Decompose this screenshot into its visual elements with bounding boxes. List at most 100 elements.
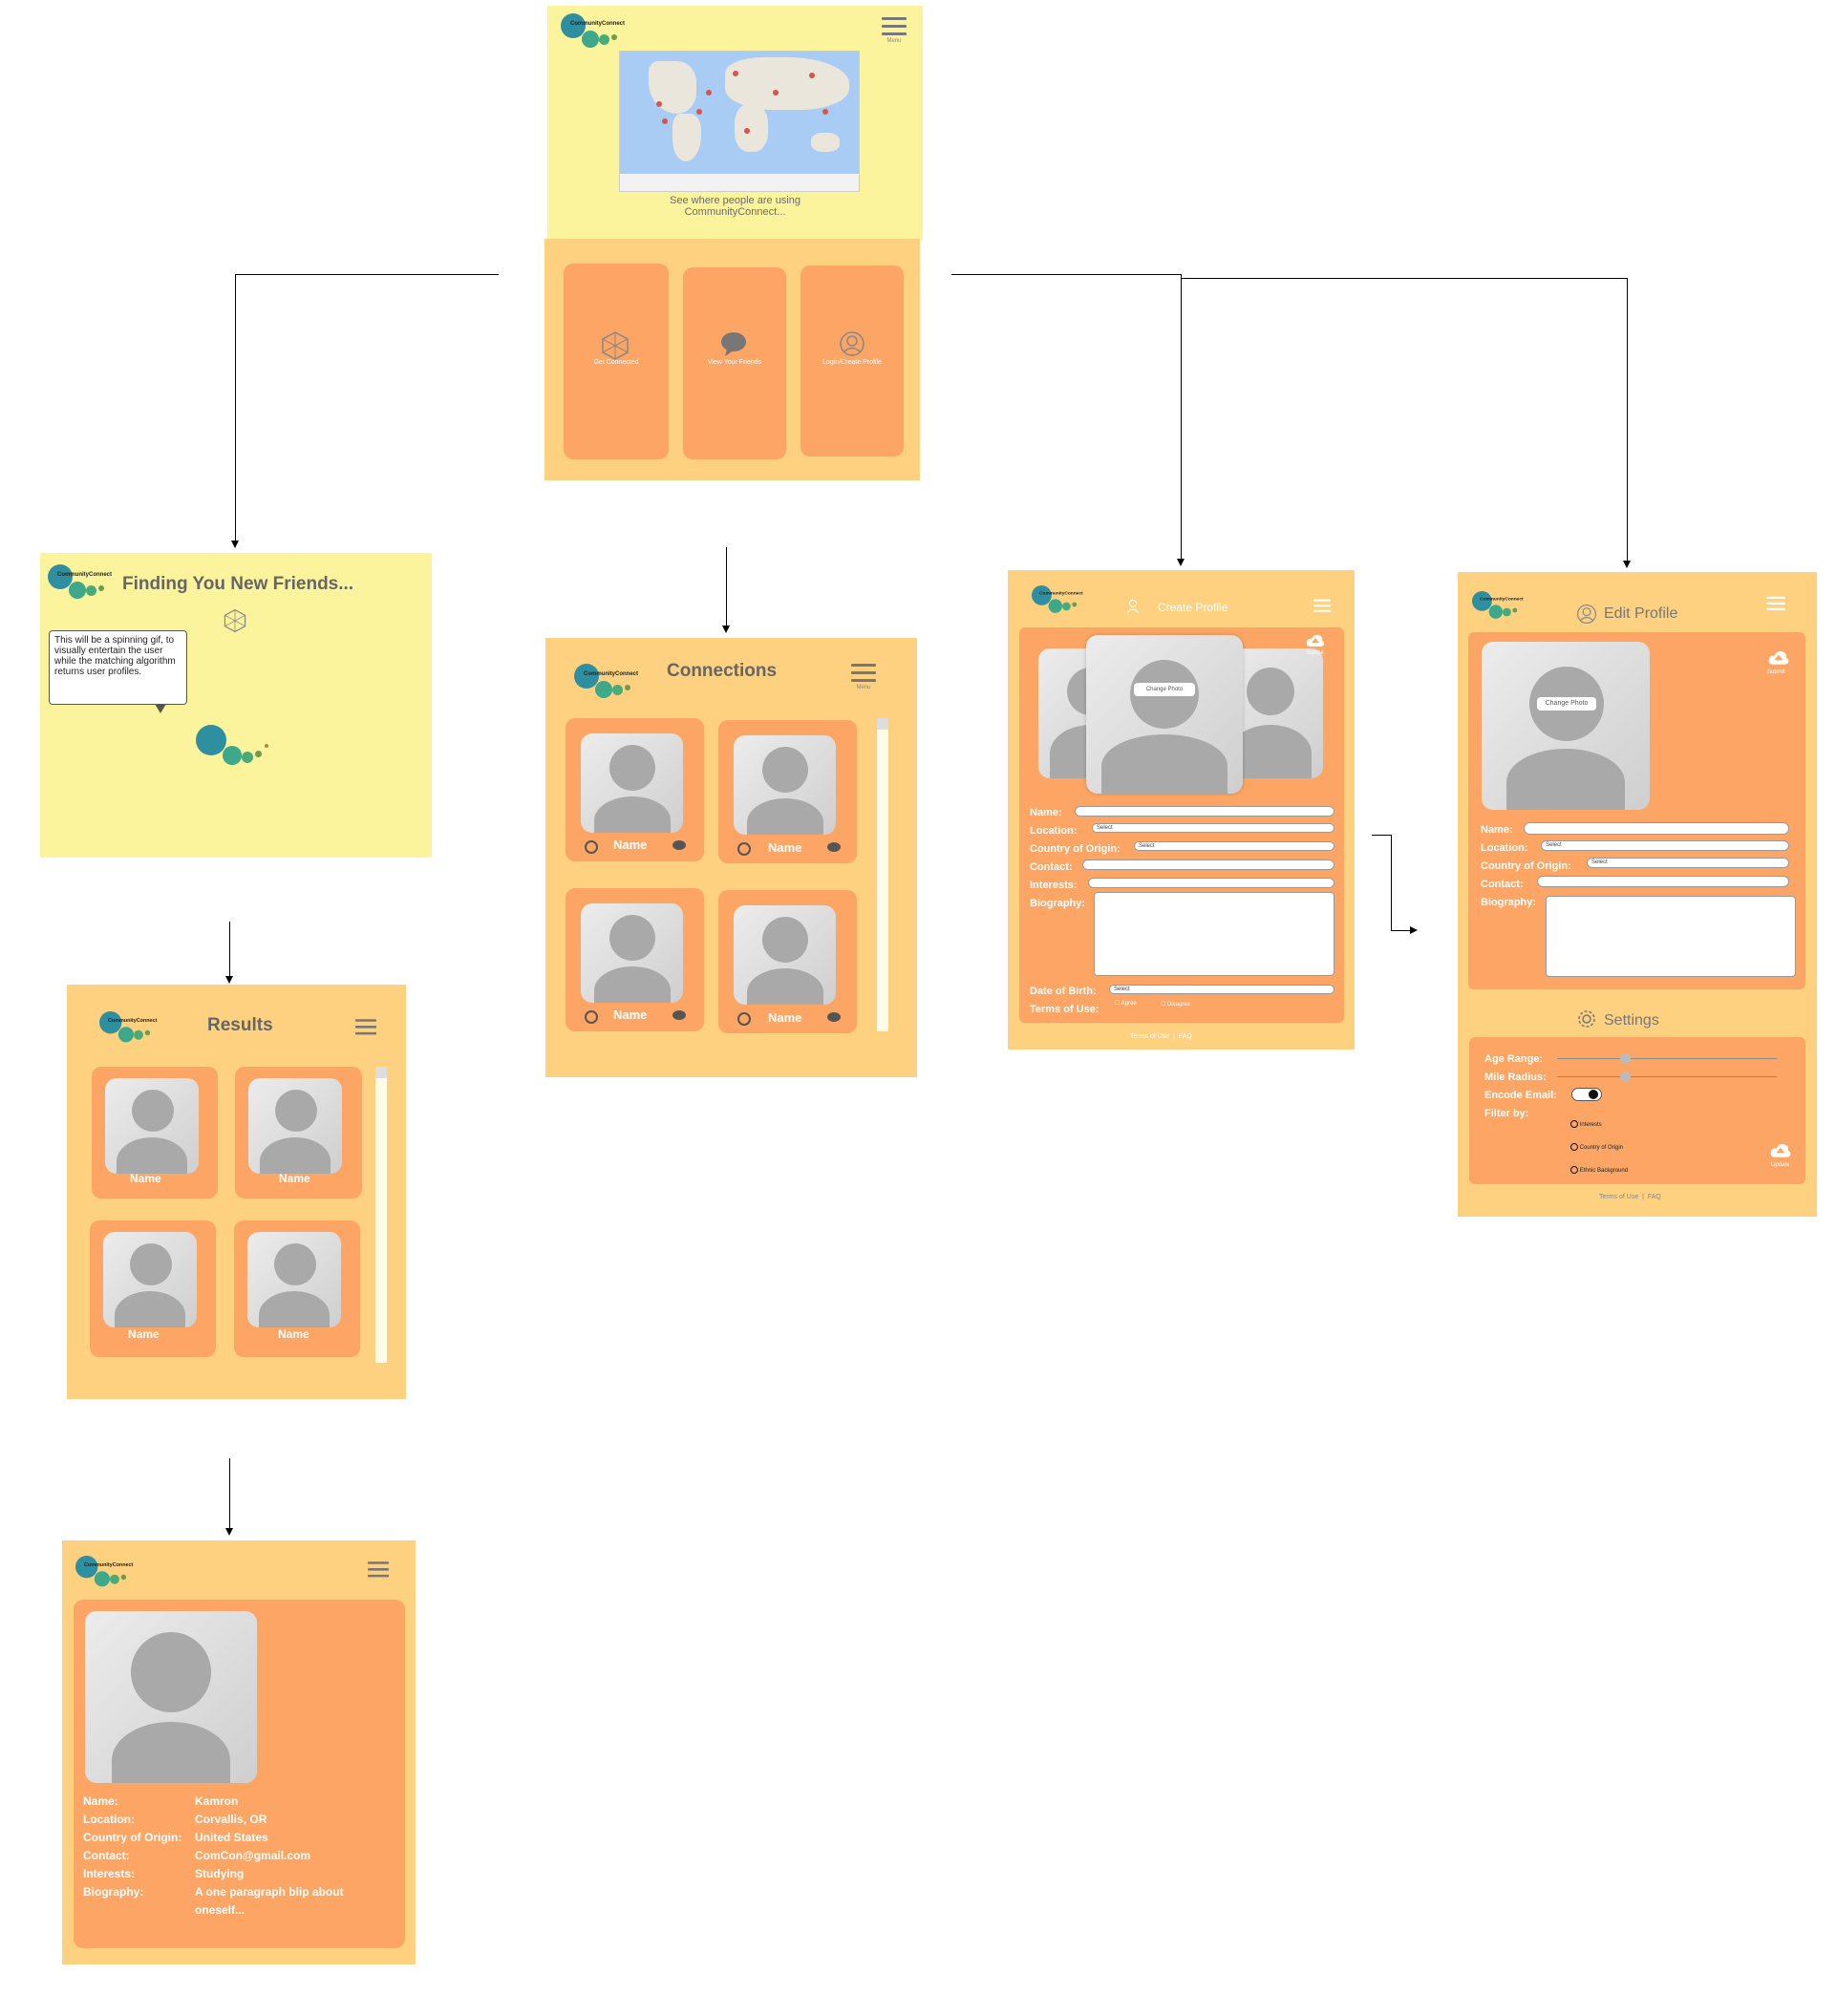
contact-input[interactable]	[1082, 859, 1334, 870]
upload-cloud-icon[interactable]	[1767, 649, 1790, 667]
avatar	[103, 1232, 197, 1327]
menu-label: Menu	[886, 38, 902, 44]
edit-profile-title: Edit Profile	[1604, 605, 1678, 622]
world-map[interactable]	[619, 51, 860, 192]
encode-email-toggle[interactable]	[1571, 1088, 1602, 1101]
field-label: Biography:	[1481, 897, 1537, 908]
field-label: Name:	[1481, 824, 1513, 836]
result-card[interactable]: Name	[234, 1220, 360, 1357]
menu-icon[interactable]	[367, 1561, 390, 1586]
message-icon[interactable]	[672, 840, 686, 850]
settings-label: Age Range:	[1484, 1053, 1544, 1065]
name-input[interactable]	[1524, 822, 1789, 835]
message-icon[interactable]	[672, 1010, 686, 1020]
result-card[interactable]: Name	[235, 1067, 362, 1199]
mile-radius-slider[interactable]	[1557, 1072, 1777, 1082]
biography-textarea[interactable]	[1546, 896, 1796, 977]
logo: CommunityConnect	[574, 664, 641, 706]
field-label: Country of Origin:	[1030, 843, 1121, 855]
avatar[interactable]: Change Photo	[1482, 642, 1650, 810]
terms-link[interactable]: Terms of Use	[1130, 1033, 1170, 1040]
dob-select[interactable]: Select	[1109, 985, 1334, 994]
biography-textarea[interactable]	[1094, 892, 1334, 976]
network-icon	[602, 331, 629, 360]
country-select[interactable]: Select	[1587, 858, 1789, 868]
tile-label: View Your Friends	[707, 359, 762, 366]
logo: CommunityConnect	[1472, 591, 1526, 625]
block-icon[interactable]	[737, 842, 751, 856]
scrollbar[interactable]	[877, 718, 888, 1031]
logo: CommunityConnect	[48, 564, 115, 606]
connection-card[interactable]: Name	[718, 890, 857, 1033]
filter-radio-ethnic[interactable]: Ethnic Background	[1570, 1159, 1628, 1182]
message-icon[interactable]	[827, 1012, 841, 1022]
connection-card[interactable]: Name	[566, 888, 704, 1031]
menu-icon[interactable]: Menu	[851, 664, 876, 692]
spinner-logo	[196, 725, 272, 773]
avatar	[105, 1078, 199, 1174]
location-select[interactable]: Select	[1541, 840, 1789, 851]
country-select[interactable]: Select	[1134, 841, 1334, 851]
contact-input[interactable]	[1537, 876, 1789, 887]
filter-radio-country[interactable]: Country of Origin	[1570, 1136, 1628, 1159]
change-photo-button[interactable]: Change Photo	[1134, 683, 1195, 696]
connections-screen: CommunityConnect Connections Menu Name N…	[545, 638, 917, 1077]
upload-cloud-icon[interactable]	[1306, 633, 1325, 648]
age-range-slider[interactable]	[1557, 1053, 1777, 1064]
block-icon[interactable]	[737, 1012, 751, 1026]
upload-cloud-icon[interactable]	[1769, 1142, 1792, 1159]
connection-card[interactable]: Name	[566, 718, 704, 861]
menu-icon[interactable]: Menu	[882, 17, 907, 46]
terms-disagree-checkbox[interactable]: ☐ Disagree	[1161, 1002, 1191, 1008]
user-icon	[1576, 604, 1597, 625]
settings-form: Age Range: Mile Radius: Encode Email: Fi…	[1469, 1037, 1805, 1184]
connections-title: Connections	[667, 661, 778, 681]
connection-card[interactable]: Name	[718, 720, 857, 863]
tile-label: Login/Create Profile	[822, 359, 882, 366]
filter-radio-interests[interactable]: Interests	[1570, 1114, 1628, 1136]
profile-value: Kamron	[195, 1794, 239, 1808]
avatar	[248, 1078, 342, 1174]
terms-agree-checkbox[interactable]: ☐ Agree	[1115, 1001, 1137, 1007]
settings-label: Encode Email:	[1484, 1090, 1557, 1101]
tile-login-create[interactable]: Login/Create Profile	[801, 265, 904, 456]
result-card[interactable]: Name	[92, 1067, 218, 1199]
profile-card: Name:Kamron Location:Corvallis, OR Count…	[74, 1600, 405, 1948]
connection-name: Name	[613, 1008, 648, 1022]
connection-name: Name	[613, 838, 648, 852]
menu-icon[interactable]	[1766, 596, 1785, 619]
logo: CommunityConnect	[99, 1011, 160, 1050]
name-input[interactable]	[1075, 806, 1334, 817]
block-icon[interactable]	[585, 840, 598, 854]
message-icon[interactable]	[827, 842, 841, 852]
faq-link[interactable]: FAQ	[1178, 1033, 1192, 1040]
profile-value: United States	[195, 1831, 268, 1844]
scrollbar[interactable]	[375, 1067, 387, 1363]
menu-icon[interactable]	[354, 1019, 377, 1044]
create-profile-form: Change Photo Submit Name: Location: Coun…	[1019, 627, 1344, 1023]
results-screen: CommunityConnect Results Name Name Name …	[67, 985, 406, 1399]
spinner-note-text: This will be a spinning gif, to visually…	[54, 635, 176, 677]
create-profile-screen: CommunityConnect Create Profile Change P…	[1008, 570, 1355, 1050]
profile-view-screen: CommunityConnect Name:Kamron Location:Co…	[62, 1540, 416, 1964]
menu-icon[interactable]	[1313, 599, 1332, 620]
field-label: Contact:	[1030, 861, 1073, 873]
avatar	[581, 733, 683, 833]
settings-panel: Settings Age Range: Mile Radius: Encode …	[1458, 993, 1817, 1217]
result-card[interactable]: Name	[90, 1220, 216, 1357]
block-icon[interactable]	[585, 1010, 598, 1024]
tile-get-connected[interactable]: Get Connected	[564, 264, 669, 459]
location-select[interactable]: Select	[1092, 823, 1334, 833]
terms-link[interactable]: Terms of Use	[1599, 1194, 1639, 1200]
tile-view-friends[interactable]: View Your Friends	[683, 267, 786, 459]
edit-profile-form: Change Photo Submit Name: Location: Coun…	[1468, 632, 1805, 989]
map-caption-line2: CommunityConnect...	[684, 206, 786, 218]
faq-link[interactable]: FAQ	[1647, 1194, 1661, 1200]
avatar	[85, 1611, 257, 1783]
avatar	[734, 905, 836, 1005]
field-label: Location:	[1481, 842, 1528, 854]
change-photo-button[interactable]: Change Photo	[1537, 697, 1596, 711]
interests-input[interactable]	[1088, 878, 1334, 888]
avatar[interactable]: Change Photo	[1086, 635, 1243, 794]
settings-title: Settings	[1604, 1012, 1659, 1029]
